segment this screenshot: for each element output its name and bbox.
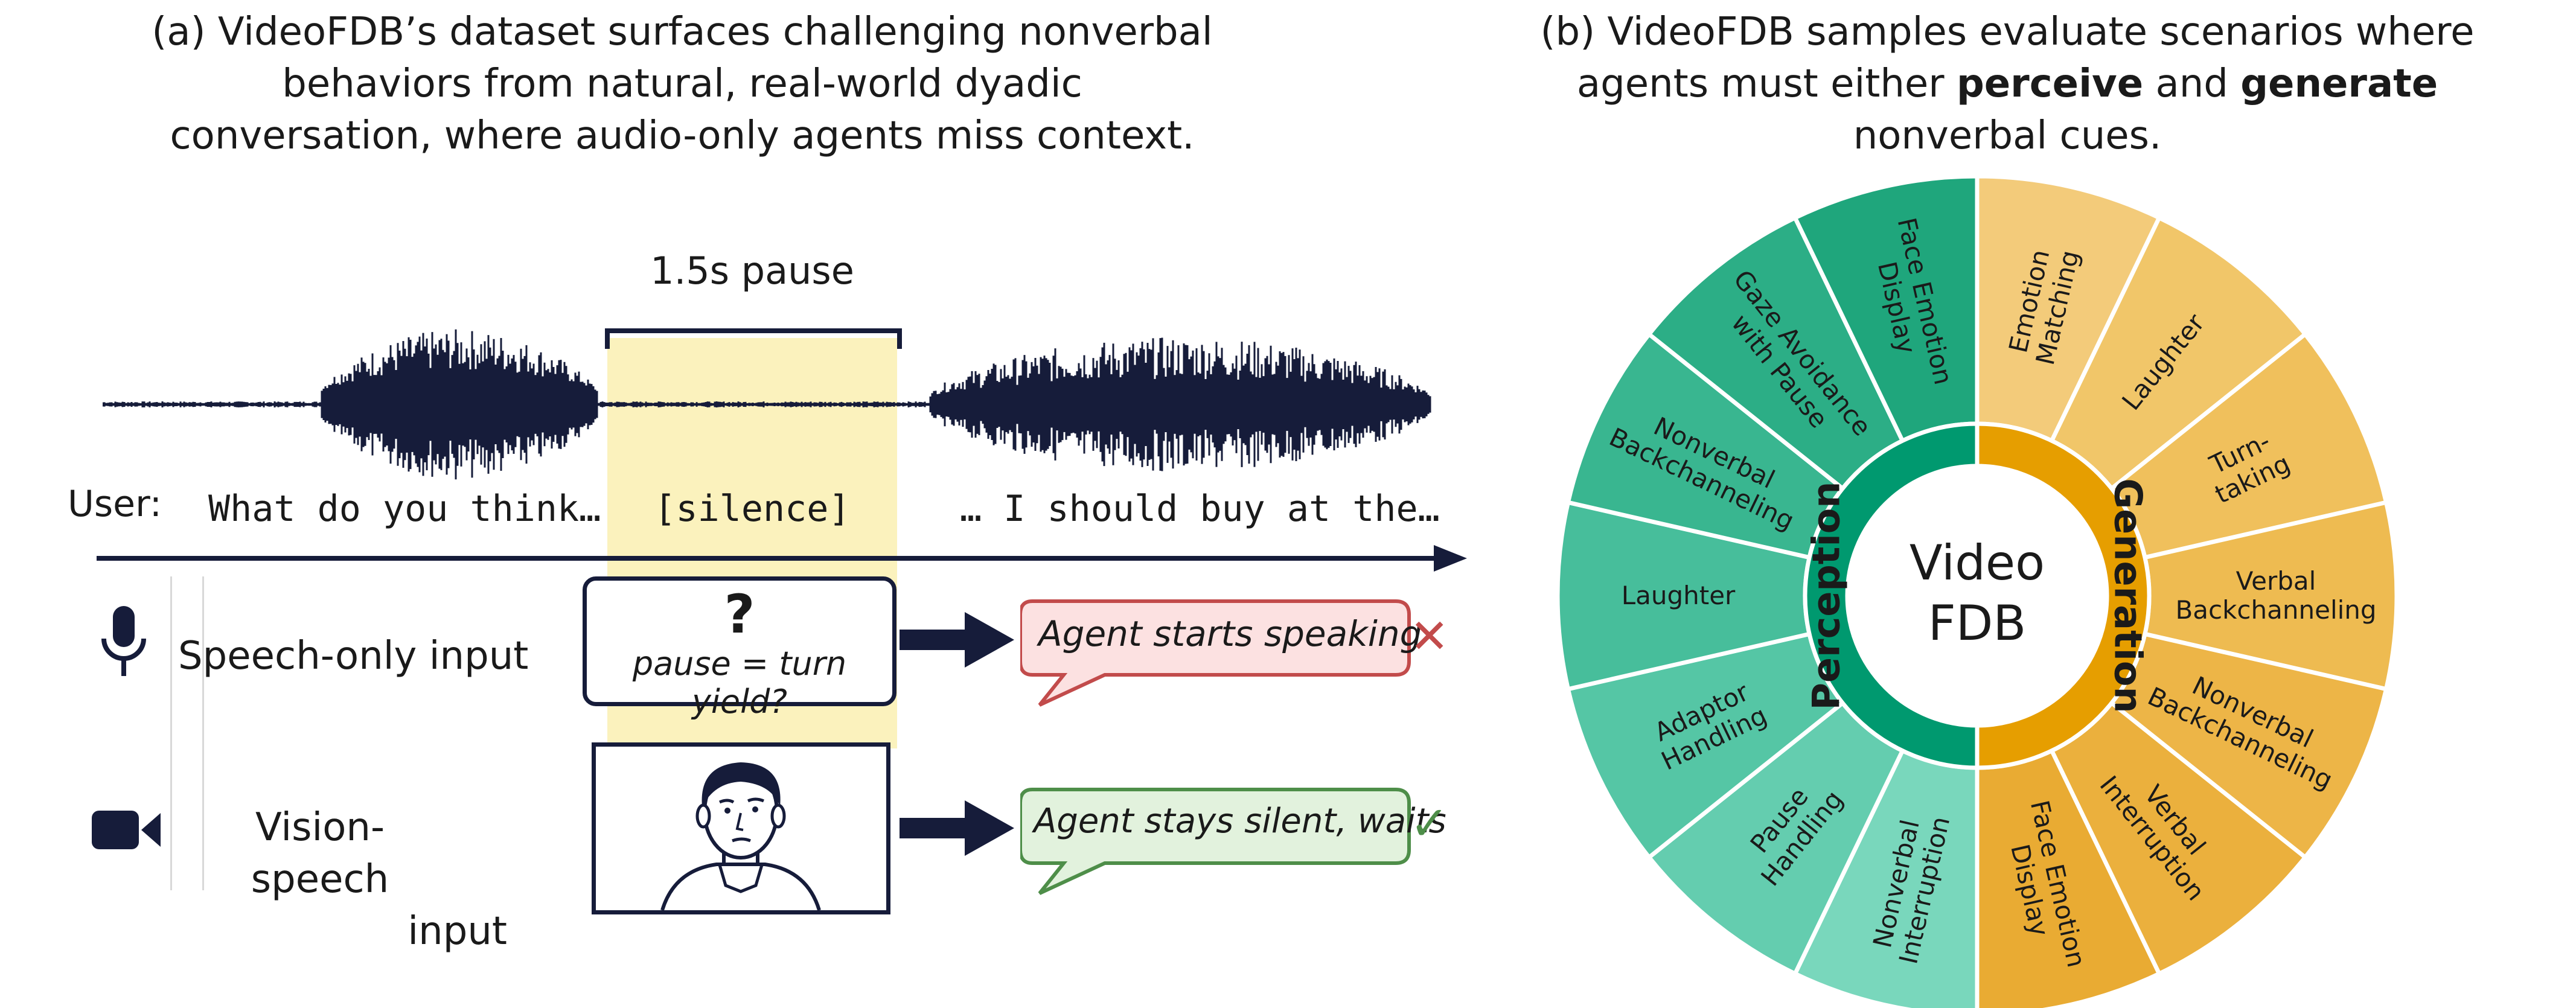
panel-b-caption-line-1: (b) VideoFDB samples evaluate scenarios … xyxy=(1540,10,2475,54)
transcript-after: … I should buy at the… xyxy=(960,488,1440,530)
face-frame xyxy=(592,742,890,914)
agent-stays-silent-text: Agent stays silent, waits xyxy=(1034,802,1446,841)
sunburst-label-3-line-0: Verbal xyxy=(2236,566,2316,596)
video-camera-icon xyxy=(92,811,161,849)
wrong-bubble xyxy=(1020,599,1411,707)
vision-speech-label-line-2: input xyxy=(407,909,507,954)
center-label-line-2: FDB xyxy=(1928,595,2027,651)
timeline-arrow xyxy=(97,545,1467,572)
right-bubble xyxy=(1020,788,1411,895)
sunburst-label-3-line-1: Backchanneling xyxy=(2175,595,2376,625)
caption-and: and xyxy=(2143,62,2241,106)
agent-starts-speaking-text: Agent starts speaking xyxy=(1038,613,1422,654)
transcript-before: What do you think… xyxy=(208,488,601,530)
transcript-silence: [silence] xyxy=(654,488,851,530)
center-label-line-1: Video xyxy=(1910,535,2045,591)
inner-segment-generation xyxy=(1975,421,2152,770)
person-avatar xyxy=(660,762,821,910)
sunburst-label-10: Laughter xyxy=(1622,581,1736,610)
panel-a-caption-line-3: conversation, where audio-only agents mi… xyxy=(170,113,1195,158)
panel-b-caption-line-2: agents must either perceive and generate xyxy=(1461,58,2554,110)
user-label: User: xyxy=(68,483,162,525)
arrow-to-vision-output xyxy=(900,800,1014,856)
inner-ring xyxy=(1803,421,2152,770)
row-divider xyxy=(170,576,204,890)
wrong-x-icon: ✕ xyxy=(1410,610,1449,664)
inner-segment-perception xyxy=(1803,421,1980,770)
sunburst-label-10-line-0: Laughter xyxy=(1622,581,1736,610)
vision-speech-label: Vision-speech input xyxy=(193,802,507,957)
pause-bracket xyxy=(605,328,902,349)
microphone-icon xyxy=(101,606,146,676)
check-icon: ✓ xyxy=(1410,797,1449,851)
panel-b-caption: (b) VideoFDB samples evaluate scenarios … xyxy=(1461,6,2554,162)
question-mark: ? xyxy=(724,583,755,645)
inner-label-generation: Generation xyxy=(2106,478,2150,713)
pause-label: 1.5s pause xyxy=(650,249,854,293)
question-box: ? pause = turn yield? xyxy=(583,576,896,721)
panel-a-caption-line-2: behaviors from natural, real-world dyadi… xyxy=(282,62,1082,106)
speech-only-label: Speech-only input xyxy=(178,634,529,678)
audio-waveform xyxy=(103,329,1431,480)
caption-generate: generate xyxy=(2240,62,2438,106)
question-text: pause = turn yield? xyxy=(632,645,847,721)
arrow-to-speech-output xyxy=(900,612,1014,668)
caption-line-2-prefix: agents must either xyxy=(1576,62,1957,106)
panel-a-caption-line-1: (a) VideoFDB’s dataset surfaces challeng… xyxy=(152,10,1213,54)
vision-speech-label-line-1: Vision-speech xyxy=(251,805,389,902)
inner-label-perception: Perception xyxy=(1804,482,1849,710)
panel-a-caption: (a) VideoFDB’s dataset surfaces challeng… xyxy=(115,6,1250,162)
caption-perceive: perceive xyxy=(1956,62,2144,106)
center-circle xyxy=(1847,466,2107,726)
panel-b-caption-line-3: nonverbal cues. xyxy=(1853,113,2162,158)
